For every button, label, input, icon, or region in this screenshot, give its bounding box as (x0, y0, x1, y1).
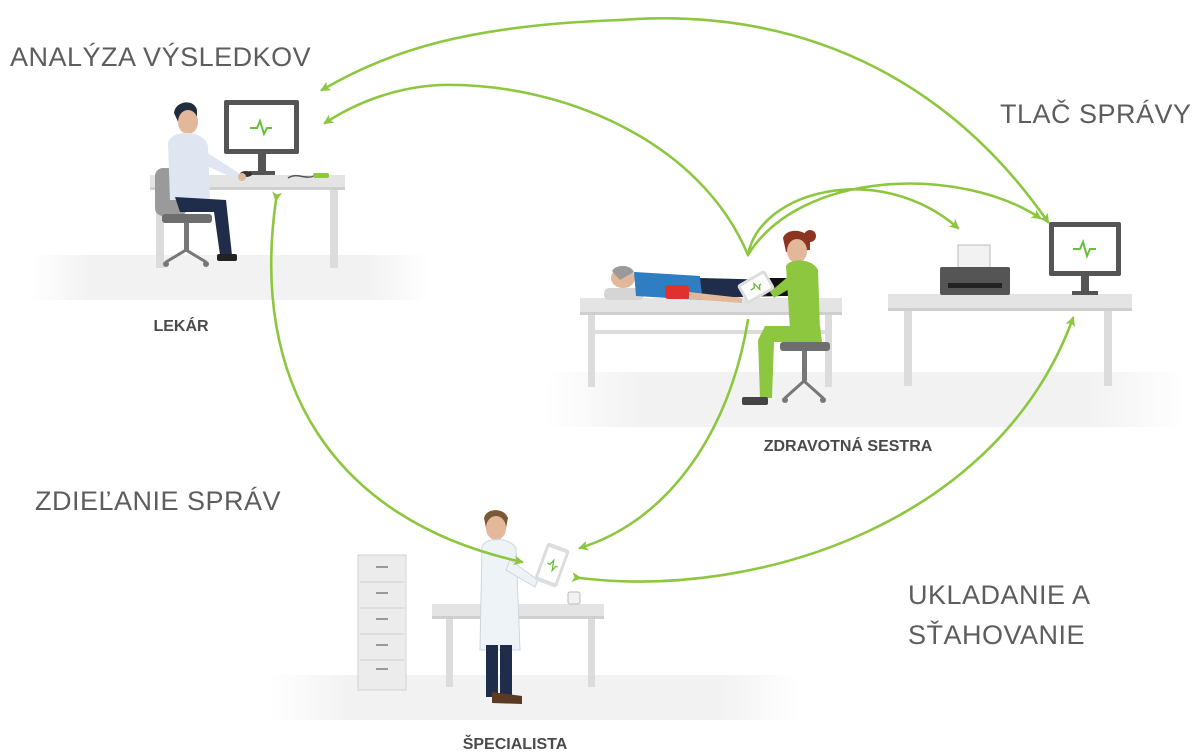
nurse-workstation (580, 222, 1132, 405)
arrow-nurse-to-monitor (746, 182, 1042, 257)
nurse-floor (545, 372, 1185, 427)
specialist-workstation (357, 510, 604, 704)
doctor-floor (30, 255, 430, 300)
printer-icon (940, 244, 1010, 295)
pulse-icon (250, 118, 272, 137)
doctor-monitor (224, 100, 299, 175)
role-doctor: LEKÁR (153, 316, 209, 335)
workflow-arrows (269, 17, 1075, 583)
label-storage-line2: SŤAHOVANIE (908, 619, 1085, 650)
arrow-nurse-to-specialist (578, 318, 750, 551)
specialist-floor (270, 675, 800, 720)
nurse-monitor (1049, 222, 1121, 295)
bp-cuff (665, 285, 689, 299)
label-print: TLAČ SPRÁVY (1000, 98, 1192, 129)
role-nurse: ZDRAVOTNÁ SESTRA (764, 436, 933, 455)
arrow-top-to-monitor (618, 17, 1050, 224)
arrow-analysis-to-doctor (320, 18, 622, 92)
arrow-doctor-specialist (269, 191, 524, 566)
nurse-tablet (737, 270, 775, 304)
label-analysis: ANALÝZA VÝSLEDKOV (10, 42, 311, 72)
doctor-workstation (150, 100, 345, 268)
file-cabinet (357, 554, 407, 691)
label-sharing: ZDIEĽANIE SPRÁV (35, 486, 281, 516)
arrow-storage (571, 316, 1075, 583)
pulse-icon (1073, 239, 1096, 259)
arrow-nurse-to-doctor (323, 83, 750, 257)
doctor-figure (168, 102, 246, 261)
arrow-nurse-to-printer (746, 188, 960, 257)
label-storage-line1: UKLADANIE A (908, 580, 1091, 610)
specialist-tablet (534, 542, 570, 588)
role-specialist: ŠPECIALISTA (463, 734, 568, 753)
